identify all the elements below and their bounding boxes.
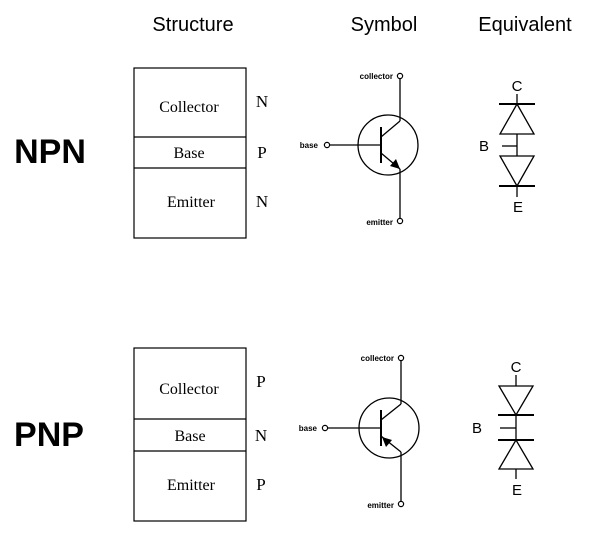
equivalent-header: Equivalent [478,14,572,36]
npn-collector-terminal [396,72,404,80]
npn-equivalent: C B E [479,78,536,216]
npn-base-label: base [300,141,319,150]
npn-emitter-terminal [396,217,404,225]
pnp-collector-label: collector [361,354,394,363]
pnp-emitter-terminal [397,500,405,508]
pnp-base-layer: Base [174,428,205,445]
pnp-eq-e-label: E [512,482,522,499]
npn-structure-box [133,67,247,239]
symbol-header: Symbol [351,14,418,36]
pnp-structure: Collector Base Emitter P N P [133,347,267,522]
pnp-eq-b-label: B [472,420,482,437]
pnp-eq-c-label: C [511,359,522,376]
pnp-collector-arm [380,403,402,421]
pnp-collector-type: P [256,372,265,391]
pnp-structure-box [133,347,247,522]
npn-base-type: P [257,143,266,162]
pnp-emitter-layer: Emitter [167,477,216,494]
pnp-emitter-type: P [256,475,265,494]
npn-diode-upper-icon [498,102,536,135]
pnp-diode-upper-icon [497,385,535,417]
npn-emitter-label: emitter [366,218,393,227]
npn-emitter-layer: Emitter [167,194,216,211]
pnp-diode-lower-icon [497,438,535,470]
npn-base-layer: Base [173,145,204,162]
pnp-section: PNP Collector Base Emitter P N P [14,347,535,522]
structure-header: Structure [152,14,233,36]
pnp-symbol: collector base emitter [299,354,420,510]
npn-eq-c-label: C [512,78,523,95]
pnp-collector-terminal [397,354,405,362]
npn-emitter-type: N [256,192,268,211]
npn-collector-type: N [256,92,268,111]
npn-collector-arm [380,120,401,138]
pnp-label: PNP [14,416,84,454]
pnp-emitter-arrow-icon [382,437,392,447]
npn-section: NPN Collector Base Emitter N P N [14,67,536,239]
npn-label: NPN [14,133,86,171]
pnp-base-type: N [255,426,267,445]
pnp-equivalent: C B E [472,359,535,499]
npn-collector-label: collector [360,72,393,81]
pnp-emitter-label: emitter [367,501,394,510]
npn-eq-e-label: E [513,199,523,216]
npn-emitter-arrow-icon [390,159,400,169]
npn-structure: Collector Base Emitter N P N [133,67,268,239]
pnp-collector-layer: Collector [159,381,219,398]
npn-eq-b-label: B [479,138,489,155]
pnp-base-label: base [299,424,318,433]
npn-base-terminal [323,141,331,149]
npn-diode-lower-icon [498,155,536,188]
npn-symbol: collector base emitter [300,72,419,227]
npn-collector-layer: Collector [159,99,219,116]
pnp-base-terminal [321,424,329,432]
